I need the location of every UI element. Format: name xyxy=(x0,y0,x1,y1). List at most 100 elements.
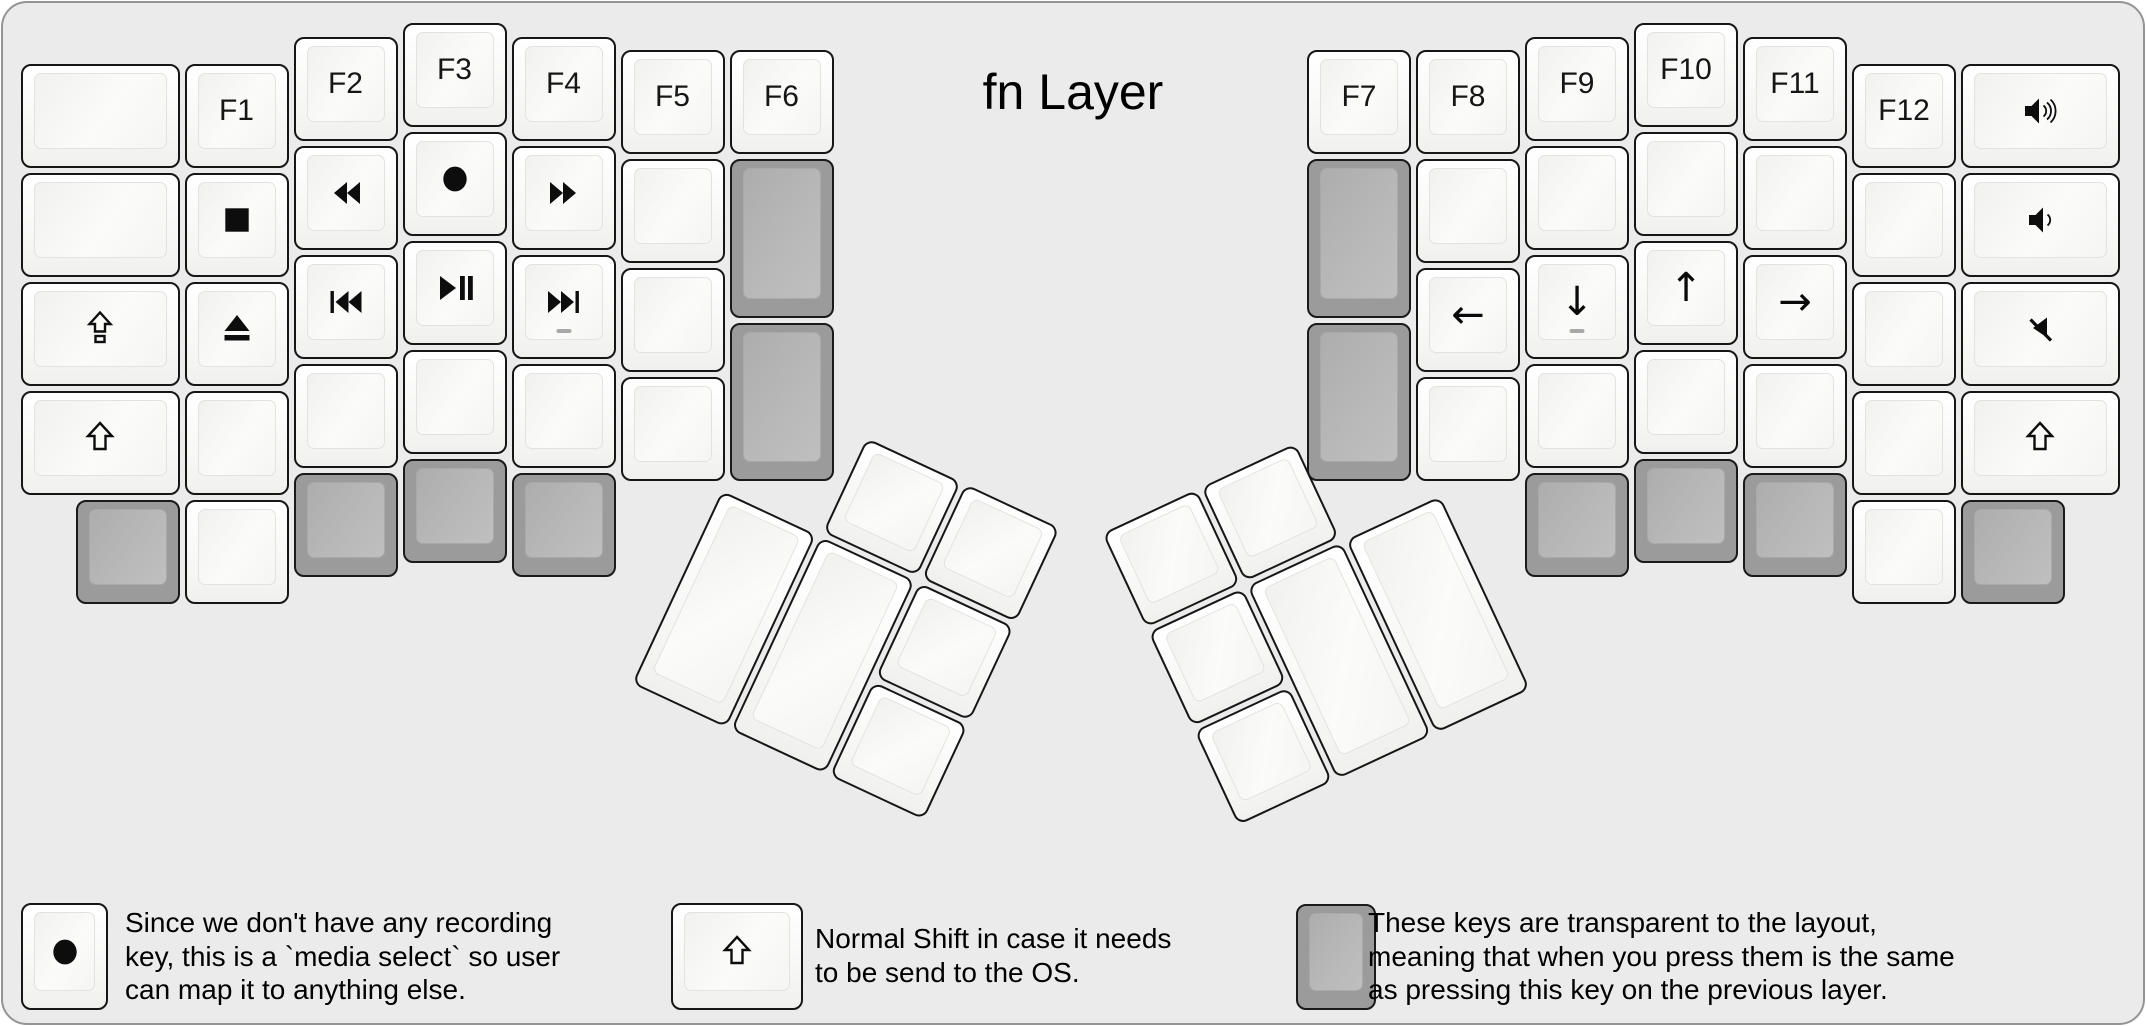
key-f9[interactable]: F9 xyxy=(1525,36,1629,141)
keytop xyxy=(895,596,999,699)
key-play-pause[interactable] xyxy=(402,241,507,345)
key-mute[interactable] xyxy=(1961,281,2120,386)
key-f5[interactable]: F5 xyxy=(620,50,725,155)
keytop xyxy=(1647,359,1725,435)
key-transparent[interactable] xyxy=(75,499,180,604)
key-f8[interactable]: F8 xyxy=(1416,50,1520,155)
key-transparent[interactable] xyxy=(1743,472,1847,577)
keytop xyxy=(1117,503,1221,605)
key-f3[interactable]: F3 xyxy=(402,23,507,127)
key-blank[interactable] xyxy=(1634,132,1738,236)
key-prev-track[interactable] xyxy=(293,254,398,359)
keytop xyxy=(197,181,276,258)
keytop xyxy=(633,168,712,245)
keytop xyxy=(1974,508,2052,585)
key-blank[interactable] xyxy=(21,172,180,277)
key-blank[interactable] xyxy=(184,390,289,495)
keytop xyxy=(34,912,95,991)
key-f1[interactable]: F1 xyxy=(184,63,289,168)
key-volume-up[interactable] xyxy=(1961,63,2120,168)
key-blank[interactable] xyxy=(1852,390,1956,495)
key-fast-forward[interactable] xyxy=(511,145,616,250)
shift-icon xyxy=(82,418,118,458)
key-shift[interactable] xyxy=(1961,390,2120,495)
key-transparent[interactable] xyxy=(402,459,507,563)
key-blank[interactable] xyxy=(620,159,725,264)
key-blank[interactable] xyxy=(402,350,507,454)
keytop xyxy=(1756,154,1834,231)
key-transparent[interactable] xyxy=(729,322,834,482)
key-f6[interactable]: F6 xyxy=(729,50,834,155)
key-label: F8 xyxy=(1450,80,1486,114)
key-blank[interactable] xyxy=(1852,499,1956,604)
key-transparent[interactable] xyxy=(511,472,616,577)
key-arrow-up[interactable]: ↑ xyxy=(1634,241,1738,345)
key-blank[interactable] xyxy=(1743,145,1847,250)
keytop: F1 xyxy=(197,72,276,149)
stop-icon xyxy=(219,202,255,238)
key-transparent[interactable] xyxy=(1961,499,2065,604)
key-stop[interactable] xyxy=(184,172,289,277)
record-icon xyxy=(47,934,83,970)
key-blank[interactable] xyxy=(293,363,398,468)
key-blank[interactable] xyxy=(21,63,180,168)
key-volume-down[interactable] xyxy=(1961,172,2120,277)
key-f12[interactable]: F12 xyxy=(1852,63,1956,168)
key-transparent[interactable] xyxy=(1634,459,1738,563)
key-arrow-left[interactable]: ← xyxy=(1416,268,1520,373)
keytop xyxy=(1865,290,1943,367)
key-blank[interactable] xyxy=(511,363,616,468)
volume-up-icon xyxy=(2017,91,2063,131)
keytop xyxy=(197,508,276,585)
key-blank[interactable] xyxy=(1852,281,1956,386)
keytop xyxy=(1429,168,1507,245)
key-transparent[interactable] xyxy=(293,472,398,577)
keytop xyxy=(684,912,790,991)
key-next-track[interactable] xyxy=(511,254,616,359)
volume-down-icon xyxy=(2017,200,2063,240)
homing-bar-icon xyxy=(556,329,571,333)
keytop xyxy=(306,263,385,340)
keytop xyxy=(306,154,385,231)
key-arrow-down[interactable]: ↓ xyxy=(1525,254,1629,359)
key-blank[interactable] xyxy=(1743,363,1847,468)
key-blank[interactable] xyxy=(620,268,725,373)
key-transparent[interactable] xyxy=(729,159,834,318)
key-transparent[interactable] xyxy=(1307,322,1411,482)
keytop xyxy=(415,141,494,217)
keytop xyxy=(1756,481,1834,558)
key-caps-lock[interactable] xyxy=(21,281,180,386)
mute-icon xyxy=(2020,309,2060,349)
key-eject[interactable] xyxy=(184,281,289,386)
keytop xyxy=(1538,154,1616,231)
key-f7[interactable]: F7 xyxy=(1307,50,1411,155)
key-shift[interactable] xyxy=(21,390,180,495)
keytop xyxy=(34,72,167,149)
key-label: F10 xyxy=(1660,53,1712,86)
key-rewind[interactable] xyxy=(293,145,398,250)
keytop xyxy=(197,399,276,476)
key-blank[interactable] xyxy=(1525,363,1629,468)
key-blank[interactable] xyxy=(1634,350,1738,454)
key-blank[interactable] xyxy=(184,499,289,604)
key-f10[interactable]: F10 xyxy=(1634,23,1738,127)
keytop xyxy=(1865,508,1943,585)
key-record[interactable] xyxy=(402,132,507,236)
key-blank[interactable] xyxy=(1416,159,1520,264)
keytop xyxy=(34,181,167,258)
key-blank[interactable] xyxy=(620,377,725,482)
key-label: ← xyxy=(1451,292,1485,339)
key-transparent[interactable] xyxy=(1307,159,1411,318)
fast-forward-icon xyxy=(544,175,584,211)
key-blank[interactable] xyxy=(1416,377,1520,482)
shift-icon xyxy=(2022,418,2058,458)
key-arrow-right[interactable]: → xyxy=(1743,254,1847,359)
key-transparent[interactable] xyxy=(1525,472,1629,577)
key-blank[interactable] xyxy=(1525,145,1629,250)
key-f4[interactable]: F4 xyxy=(511,36,616,141)
key-blank[interactable] xyxy=(1852,172,1956,277)
legend-sample-key-3 xyxy=(1296,904,1376,1010)
key-f2[interactable]: F2 xyxy=(293,36,398,141)
key-f11[interactable]: F11 xyxy=(1743,36,1847,141)
